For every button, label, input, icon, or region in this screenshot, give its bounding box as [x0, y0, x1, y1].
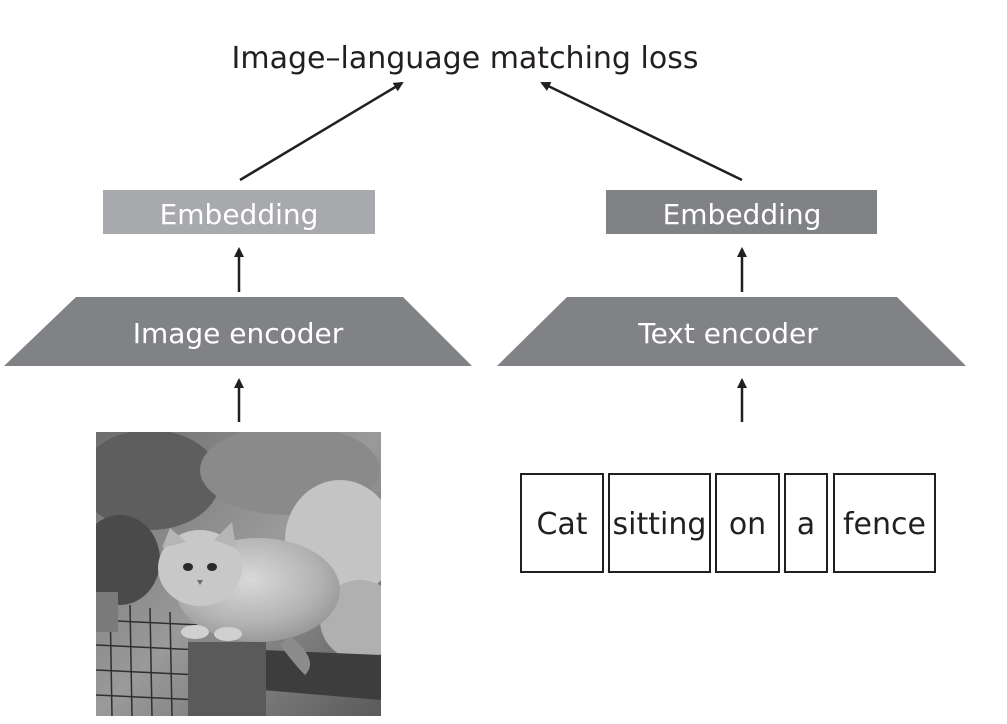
image-embedding-box: Embedding [103, 190, 375, 234]
text-embedding-label: Embedding [663, 198, 822, 231]
token-label: fence [843, 507, 926, 542]
token-box: Cat [520, 473, 604, 573]
text-embedding-box: Embedding [606, 190, 877, 234]
cat-photo [96, 432, 381, 716]
token-box: fence [833, 473, 936, 573]
text-encoder-label: Text encoder [637, 317, 818, 350]
token-sequence: Cat sitting on a fence [520, 473, 936, 573]
token-label: Cat [536, 507, 587, 542]
text-embedding-to-loss-arrow [540, 81, 743, 182]
token-box: a [784, 473, 828, 573]
token-label: on [729, 507, 766, 542]
token-box: on [715, 473, 780, 573]
token-label: sitting [613, 507, 707, 542]
image-encoder-block: Image encoder [4, 297, 472, 366]
text-encoder-block: Text encoder [497, 297, 966, 366]
token-box: sitting [608, 473, 711, 573]
image-embedding-label: Embedding [160, 198, 319, 231]
image-embedding-to-loss-arrow [239, 81, 404, 182]
token-label: a [797, 507, 815, 542]
loss-title: Image–language matching loss [232, 41, 699, 76]
image-encoder-label: Image encoder [133, 317, 344, 350]
